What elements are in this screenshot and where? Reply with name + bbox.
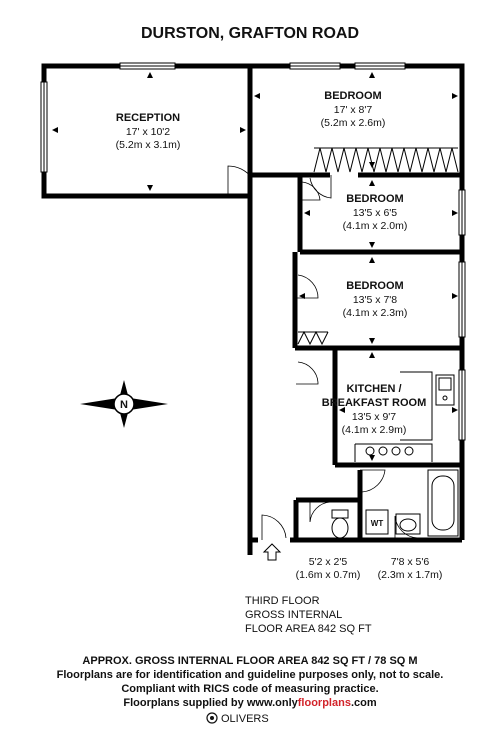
room-bathroom: 7'8 x 5'6 (2.3m x 1.7m) [378,556,443,581]
page-title: DURSTON, GRAFTON ROAD [141,25,359,42]
floor-info-line3: FLOOR AREA 842 SQ FT [245,623,372,635]
footer: APPROX. GROSS INTERNAL FLOOR AREA 842 SQ… [57,655,444,725]
brand-name: OLIVERS [221,713,269,725]
olivers-logo: OLIVERS [206,712,269,725]
room-bedroom-1: BEDROOM 17' x 8'7 (5.2m x 2.6m) [321,90,386,129]
floor-info-line1: THIRD FLOOR [245,595,320,607]
room-name-line1: KITCHEN / [347,383,402,395]
room-size-imperial: 13'5 x 9'7 [352,411,396,423]
room-size-metric: (4.1m x 2.3m) [343,307,408,319]
room-bedroom-3: BEDROOM 13'5 x 7'8 (4.1m x 2.3m) [343,280,408,319]
footer-supplier-highlight: floorplans [298,697,351,709]
fixtures [297,147,459,539]
room-size-imperial: 17' x 10'2 [126,126,170,138]
room-size-imperial: 13'5 x 7'8 [353,294,397,306]
room-size-metric: (5.2m x 2.6m) [321,117,386,129]
compass-icon: N [80,380,168,428]
floor-info: THIRD FLOOR GROSS INTERNAL FLOOR AREA 84… [245,595,372,635]
floor-info-line2: GROSS INTERNAL [245,609,342,621]
room-size-metric: (4.1m x 2.0m) [343,220,408,232]
room-name-line2: BREAKFAST ROOM [322,397,427,409]
room-reception: RECEPTION 17' x 10'2 (5.2m x 3.1m) [116,112,181,151]
room-name: RECEPTION [116,112,180,124]
dimension-markers [52,72,458,461]
footer-supplier-prefix: Floorplans supplied by www.only [123,697,298,709]
room-name: BEDROOM [324,90,381,102]
room-name: BEDROOM [346,193,403,205]
footer-supplier-suffix: .com [351,697,377,709]
water-tank-label: WT [371,519,384,528]
room-kitchen: KITCHEN / BREAKFAST ROOM 13'5 x 9'7 (4.1… [322,383,427,436]
room-size-imperial: 5'2 x 2'5 [309,556,348,568]
room-size-imperial: 13'5 x 6'5 [353,207,397,219]
windows [40,62,466,441]
footer-compliance: Compliant with RICS code of measuring pr… [121,683,378,695]
compass-letter: N [120,399,128,411]
room-size-imperial: 17' x 8'7 [334,104,373,116]
footer-disclaimer: Floorplans are for identification and gu… [57,669,444,681]
room-size-metric: (5.2m x 3.1m) [116,139,181,151]
room-name: BEDROOM [346,280,403,292]
doors [227,165,419,540]
footer-supplier: Floorplans supplied by www.onlyfloorplan… [123,697,376,709]
room-size-metric: (4.1m x 2.9m) [342,424,407,436]
room-size-imperial: 7'8 x 5'6 [391,556,430,568]
room-bedroom-2: BEDROOM 13'5 x 6'5 (4.1m x 2.0m) [343,193,408,232]
entrance-arrow-icon [262,543,282,561]
room-wc: 5'2 x 2'5 (1.6m x 0.7m) [296,556,361,581]
footer-area: APPROX. GROSS INTERNAL FLOOR AREA 842 SQ… [82,655,417,667]
room-size-metric: (2.3m x 1.7m) [378,569,443,581]
room-size-metric: (1.6m x 0.7m) [296,569,361,581]
